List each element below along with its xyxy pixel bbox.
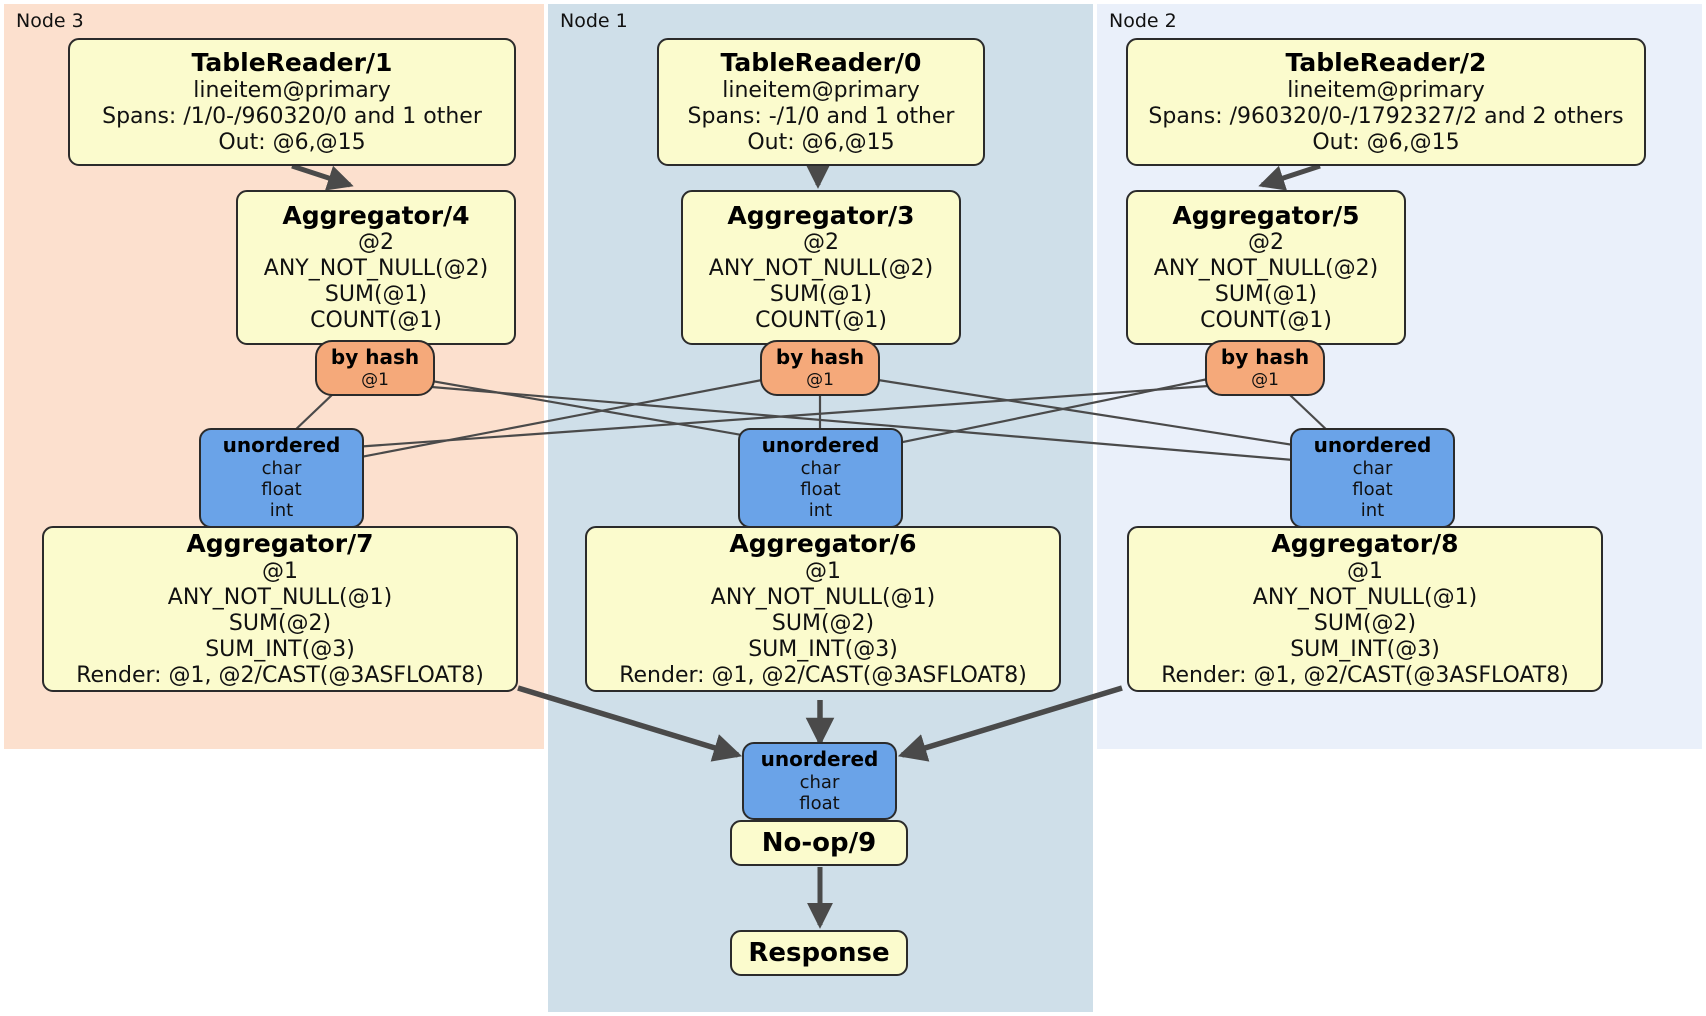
processor-detail: @1 <box>262 558 298 584</box>
input-router-title: unordered <box>760 746 879 771</box>
input-router-detail: char <box>261 457 302 479</box>
processor-detail: @1 <box>805 558 841 584</box>
node-panel-label: Node 3 <box>16 10 84 32</box>
input-router-detail: int <box>269 500 294 522</box>
processor-title: Aggregator/3 <box>727 200 915 230</box>
processor-detail: ANY_NOT_NULL(@1) <box>167 584 393 610</box>
input-router-detail: float <box>800 479 841 501</box>
input-router-detail: float <box>1352 479 1393 501</box>
processor-title: Aggregator/8 <box>1271 529 1459 559</box>
input-router-detail: char <box>800 457 841 479</box>
processor-detail: SUM(@1) <box>769 282 873 308</box>
input-router-detail: float <box>261 479 302 501</box>
processor-detail: @2 <box>358 230 394 256</box>
output-router-detail: @1 <box>1251 369 1279 390</box>
input-router-detail: char <box>1352 457 1393 479</box>
input-router-unordered-right[interactable]: unordered char float int <box>1290 428 1455 528</box>
processor-title: Response <box>748 937 890 968</box>
processor-detail: @2 <box>803 230 839 256</box>
output-router-by-hash-right[interactable]: by hash @1 <box>1205 340 1325 396</box>
processor-detail: SUM(@2) <box>1313 610 1417 636</box>
node-panel-label: Node 2 <box>1109 10 1177 32</box>
input-router-detail: float <box>799 792 840 814</box>
processor-detail: Out: @6,@15 <box>1312 129 1460 155</box>
processor-title: TableReader/0 <box>720 48 922 78</box>
processor-detail: SUM(@1) <box>324 282 428 308</box>
processor-detail: COUNT(@1) <box>1200 308 1332 334</box>
processor-detail: ANY_NOT_NULL(@2) <box>708 256 934 282</box>
input-router-detail: int <box>808 500 833 522</box>
processor-aggregator-8[interactable]: Aggregator/8 @1 ANY_NOT_NULL(@1) SUM(@2)… <box>1127 526 1603 692</box>
processor-title: No-op/9 <box>761 827 877 858</box>
processor-detail: Spans: /1/0-/960320/0 and 1 other <box>102 103 482 129</box>
processor-detail: SUM_INT(@3) <box>748 636 898 662</box>
processor-detail: ANY_NOT_NULL(@1) <box>1252 584 1478 610</box>
input-router-title: unordered <box>761 433 880 458</box>
processor-detail: Out: @6,@15 <box>747 129 895 155</box>
processor-title: TableReader/1 <box>191 48 393 78</box>
output-router-title: by hash <box>1220 345 1310 370</box>
processor-aggregator-6[interactable]: Aggregator/6 @1 ANY_NOT_NULL(@1) SUM(@2)… <box>585 526 1061 692</box>
input-router-title: unordered <box>1313 433 1432 458</box>
processor-detail: COUNT(@1) <box>310 308 442 334</box>
input-router-unordered-center[interactable]: unordered char float int <box>738 428 903 528</box>
processor-detail: ANY_NOT_NULL(@1) <box>710 584 936 610</box>
processor-detail: lineitem@primary <box>722 77 920 103</box>
output-router-title: by hash <box>775 345 865 370</box>
processor-detail: SUM(@2) <box>771 610 875 636</box>
processor-detail: lineitem@primary <box>1287 77 1485 103</box>
processor-detail: SUM(@2) <box>228 610 332 636</box>
node-panel-label: Node 1 <box>560 10 628 32</box>
processor-detail: ANY_NOT_NULL(@2) <box>263 256 489 282</box>
processor-detail: SUM(@1) <box>1214 282 1318 308</box>
input-router-unordered-final[interactable]: unordered char float <box>742 742 897 820</box>
output-router-detail: @1 <box>806 369 834 390</box>
output-router-by-hash-center[interactable]: by hash @1 <box>760 340 880 396</box>
processor-detail: ANY_NOT_NULL(@2) <box>1153 256 1379 282</box>
processor-table-reader-2[interactable]: TableReader/2 lineitem@primary Spans: /9… <box>1126 38 1646 166</box>
processor-no-op-9[interactable]: No-op/9 <box>730 820 908 866</box>
processor-detail: Render: @1, @2/CAST(@3ASFLOAT8) <box>1161 662 1569 688</box>
input-router-unordered-left[interactable]: unordered char float int <box>199 428 364 528</box>
processor-detail: Out: @6,@15 <box>218 129 366 155</box>
processor-detail: @2 <box>1248 230 1284 256</box>
input-router-detail: char <box>799 771 840 793</box>
processor-title: TableReader/2 <box>1285 48 1487 78</box>
processor-detail: COUNT(@1) <box>755 308 887 334</box>
processor-detail: Spans: /960320/0-/1792327/2 and 2 others <box>1148 103 1624 129</box>
processor-table-reader-0[interactable]: TableReader/0 lineitem@primary Spans: -/… <box>657 38 985 166</box>
processor-detail: SUM_INT(@3) <box>1290 636 1440 662</box>
processor-detail: SUM_INT(@3) <box>205 636 355 662</box>
processor-aggregator-7[interactable]: Aggregator/7 @1 ANY_NOT_NULL(@1) SUM(@2)… <box>42 526 518 692</box>
processor-title: Aggregator/4 <box>282 200 470 230</box>
input-router-detail: int <box>1360 500 1385 522</box>
output-router-by-hash-left[interactable]: by hash @1 <box>315 340 435 396</box>
input-router-title: unordered <box>222 433 341 458</box>
processor-title: Aggregator/5 <box>1172 200 1360 230</box>
processor-detail: @1 <box>1347 558 1383 584</box>
processor-aggregator-5[interactable]: Aggregator/5 @2 ANY_NOT_NULL(@2) SUM(@1)… <box>1126 190 1406 345</box>
processor-title: Aggregator/6 <box>729 529 917 559</box>
output-router-detail: @1 <box>361 369 389 390</box>
processor-title: Aggregator/7 <box>186 529 374 559</box>
processor-response[interactable]: Response <box>730 930 908 976</box>
processor-detail: Spans: -/1/0 and 1 other <box>687 103 955 129</box>
output-router-title: by hash <box>330 345 420 370</box>
processor-detail: Render: @1, @2/CAST(@3ASFLOAT8) <box>76 662 484 688</box>
processor-aggregator-4[interactable]: Aggregator/4 @2 ANY_NOT_NULL(@2) SUM(@1)… <box>236 190 516 345</box>
processor-detail: Render: @1, @2/CAST(@3ASFLOAT8) <box>619 662 1027 688</box>
processor-table-reader-1[interactable]: TableReader/1 lineitem@primary Spans: /1… <box>68 38 516 166</box>
processor-aggregator-3[interactable]: Aggregator/3 @2 ANY_NOT_NULL(@2) SUM(@1)… <box>681 190 961 345</box>
processor-detail: lineitem@primary <box>193 77 391 103</box>
